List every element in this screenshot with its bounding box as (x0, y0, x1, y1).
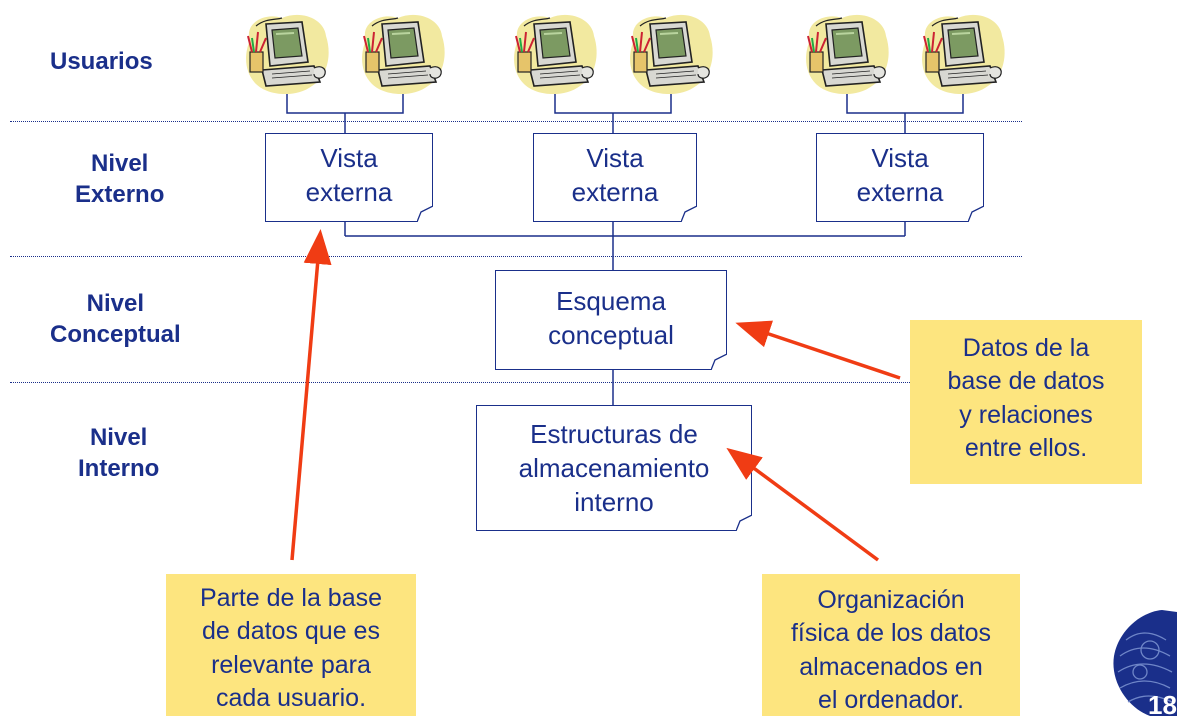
separator-line (10, 256, 1022, 257)
arrow-internal (726, 447, 880, 562)
internal-storage-box: Estructuras de almacenamiento interno (476, 405, 752, 531)
level-label-users: Usuarios (50, 48, 153, 75)
external-view-box: Vista externa (816, 133, 984, 222)
external-view-line: externa (571, 176, 659, 207)
computer-clipart-icon (626, 10, 716, 98)
separator-line (10, 382, 1022, 383)
page-fold-icon (417, 206, 433, 222)
external-view-box: Vista externa (265, 133, 433, 222)
external-view-line: Vista (871, 143, 929, 173)
external-view-line: externa (305, 176, 393, 207)
arrow-external (290, 229, 332, 561)
computer-clipart-icon (918, 10, 1008, 98)
arrow-conceptual (735, 320, 901, 380)
page-fold-icon (681, 206, 697, 222)
external-view-line: externa (856, 176, 944, 207)
external-view-line: Vista (320, 143, 378, 173)
page-fold-icon (968, 206, 984, 222)
conceptual-schema-line: conceptual (548, 319, 674, 350)
computer-clipart-icon (358, 10, 448, 98)
conceptual-schema-box: Esquema conceptual (495, 270, 727, 370)
page-fold-icon (736, 515, 752, 531)
computer-clipart-icon (802, 10, 892, 98)
page-fold-icon (711, 354, 727, 370)
external-view-line: Vista (586, 143, 644, 173)
computer-clipart-icon (242, 10, 332, 98)
separator-line (10, 121, 1022, 122)
external-view-box: Vista externa (533, 133, 697, 222)
internal-storage-line: interno (574, 486, 654, 517)
computer-clipart-icon (510, 10, 600, 98)
page-number: 18 (1148, 690, 1177, 720)
internal-storage-line: Estructuras de (530, 419, 698, 449)
internal-storage-line: almacenamiento (518, 452, 710, 483)
conceptual-schema-line: Esquema (556, 286, 666, 316)
